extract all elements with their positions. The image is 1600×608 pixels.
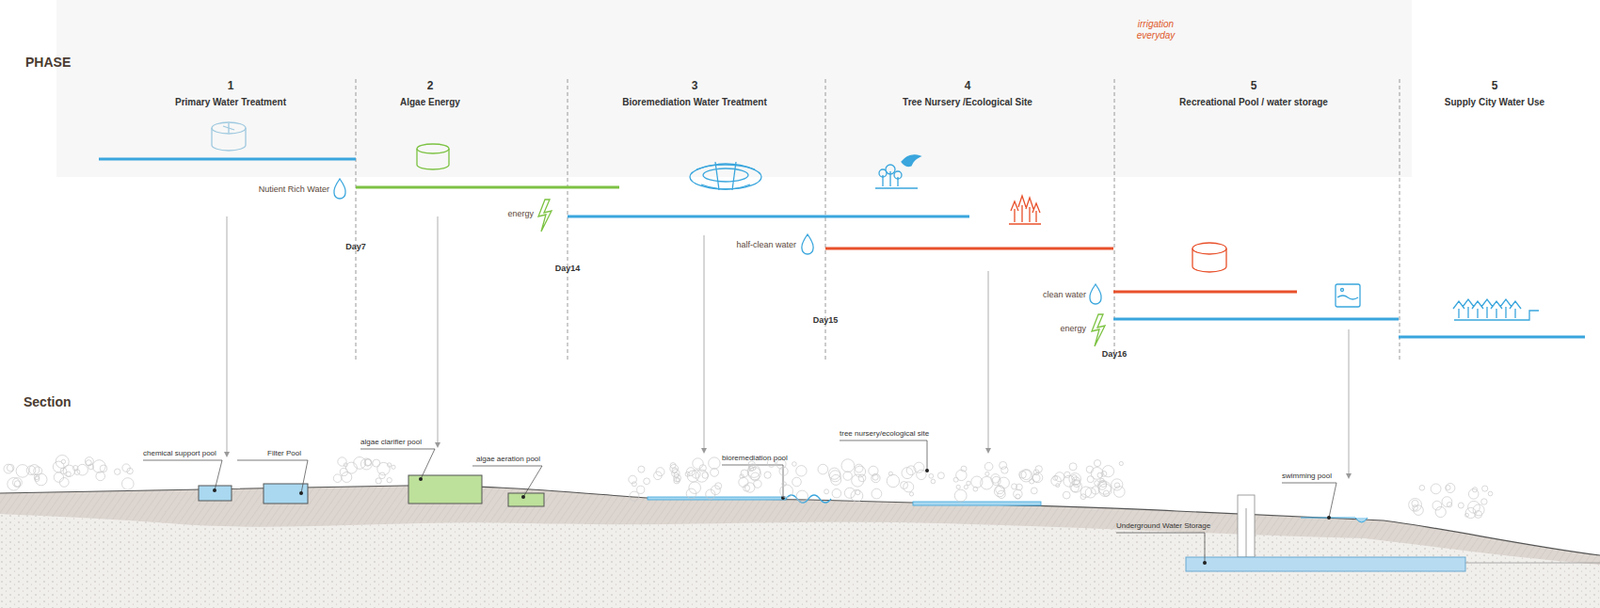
flow-label: energy	[1060, 323, 1088, 335]
phase-title: Primary Water Treatment	[175, 96, 287, 109]
phase-title: Tree Nursery /Ecological Site	[902, 96, 1033, 109]
phase-number: 5	[1491, 79, 1499, 93]
phase-number: 4	[964, 79, 972, 93]
callout-label: chemical support pool	[143, 448, 217, 459]
phase-title: Recreational Pool / water storage	[1179, 96, 1328, 109]
day-marker: Day14	[555, 263, 581, 274]
phase-number: 5	[1250, 79, 1258, 93]
callout-label: Filter Pool	[267, 448, 302, 459]
day-marker: Day16	[1102, 349, 1128, 360]
section-heading: Section	[23, 394, 72, 411]
flow-label: Nutient Rich Water	[258, 184, 330, 195]
phase-title: Bioremediation Water Treatment	[622, 96, 768, 109]
flow-label: half-clean water	[736, 240, 798, 251]
note-text: irrigation everyday	[1122, 18, 1189, 42]
day-marker: Day15	[813, 315, 839, 326]
callout-label: tree nursery/ecological site	[839, 429, 929, 439]
phase-title: Supply City Water Use	[1444, 96, 1545, 109]
callout-label: Underground Water Storage	[1116, 521, 1211, 531]
phase-number: 2	[427, 79, 434, 93]
callout-label: algae clarifier pool	[360, 437, 422, 448]
flow-label: energy	[508, 208, 535, 220]
callout-label: bioremediation pool	[721, 453, 788, 464]
callout-label: algae aeration pool	[476, 454, 541, 464]
phase-number: 1	[227, 79, 235, 93]
section-heading: PHASE	[25, 54, 71, 71]
flow-label: clean water	[1042, 289, 1087, 301]
phase-number: 3	[691, 79, 699, 93]
day-marker: Day7	[345, 241, 367, 253]
phase-title: Algae Energy	[400, 96, 461, 109]
callout-label: swimming pool	[1281, 471, 1332, 481]
